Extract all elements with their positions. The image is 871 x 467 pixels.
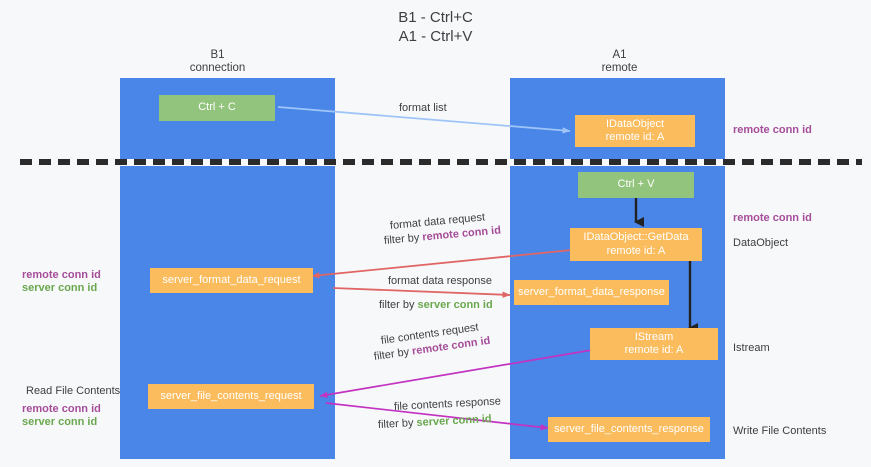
side-label-remote-conn-id-left-2: remote conn id: [22, 403, 101, 415]
node-idataobject[interactable]: IDataObject remote id: A: [575, 115, 695, 147]
server-conn-id-text: server conn id: [417, 299, 493, 311]
node-ctrl-c[interactable]: Ctrl + C: [159, 95, 275, 121]
side-label-remote-conn-id-mid: remote conn id: [733, 212, 812, 224]
node-idataobject-getdata[interactable]: IDataObject::GetData remote id: A: [570, 228, 702, 261]
node-istream[interactable]: IStream remote id: A: [590, 328, 718, 360]
side-label-write-file-contents: Write File Contents: [733, 425, 827, 437]
filter-by-text: filter by: [383, 231, 423, 247]
page-title: B1 - Ctrl+C A1 - Ctrl+V: [0, 8, 871, 46]
column-header-a1: A1 remote: [557, 49, 682, 75]
lane-b1-bottom: [120, 166, 335, 459]
filter-by-text: filter by: [379, 299, 418, 311]
column-header-b1: B1 connection: [155, 49, 280, 75]
node-getdata-line2: remote id: A: [606, 244, 666, 257]
node-server-file-contents-request[interactable]: server_file_contents_request: [148, 384, 314, 409]
arrow-format-list: [277, 106, 571, 134]
title-line-1: B1 - Ctrl+C: [398, 9, 473, 26]
arrow-file-contents-request: [319, 349, 593, 398]
node-server-format-data-response[interactable]: server_format_data_response: [514, 280, 669, 305]
side-label-remote-conn-id-left: remote conn id: [22, 269, 101, 281]
title-line-2: A1 - Ctrl+V: [398, 28, 473, 45]
filter-by-text: filter by: [377, 416, 417, 431]
arrow-file-contents-response: [325, 402, 549, 431]
column-header-a1-subtitle: remote: [601, 62, 638, 74]
node-server-file-contents-request-label: server_file_contents_request: [160, 389, 302, 402]
node-idataobject-line2: remote id: A: [605, 131, 665, 143]
node-istream-line1: IStream: [634, 330, 674, 343]
edge-label-format-list: format list: [399, 102, 447, 114]
node-ctrl-v[interactable]: Ctrl + V: [578, 172, 694, 198]
node-server-format-data-response-label: server_format_data_response: [518, 285, 665, 298]
node-ctrl-c-label: Ctrl + C: [198, 101, 236, 114]
node-server-format-data-request-label: server_format_data_request: [162, 273, 301, 286]
column-header-a1-title: A1: [612, 49, 627, 61]
column-header-b1-subtitle: connection: [189, 62, 246, 74]
server-conn-id-text: server conn id: [416, 413, 492, 429]
node-getdata-line1: IDataObject::GetData: [583, 231, 689, 243]
side-label-read-file-contents: Read File Contents: [26, 385, 121, 397]
edge-label-format-data-response-filter: filter by server conn id: [379, 298, 493, 312]
side-label-dataobject: DataObject: [733, 237, 789, 249]
side-label-remote-conn-id-top: remote conn id: [733, 124, 812, 136]
arrow-format-data-response: [332, 287, 511, 298]
node-server-file-contents-response[interactable]: server_file_contents_response: [548, 417, 710, 442]
side-label-istream: Istream: [733, 342, 770, 354]
side-label-server-conn-id-left: server conn id: [22, 282, 98, 294]
node-server-file-contents-response-label: server_file_contents_response: [554, 422, 704, 435]
node-server-format-data-request[interactable]: server_format_data_request: [150, 268, 313, 293]
column-header-b1-title: B1: [210, 49, 225, 61]
node-idataobject-line1: IDataObject: [605, 117, 665, 130]
node-ctrl-v-label: Ctrl + V: [617, 178, 655, 191]
edge-label-format-data-response: format data response: [388, 275, 492, 287]
arrow-format-data-request: [311, 249, 573, 279]
node-istream-line2: remote id: A: [624, 344, 684, 356]
side-label-server-conn-id-left-2: server conn id: [22, 416, 98, 428]
